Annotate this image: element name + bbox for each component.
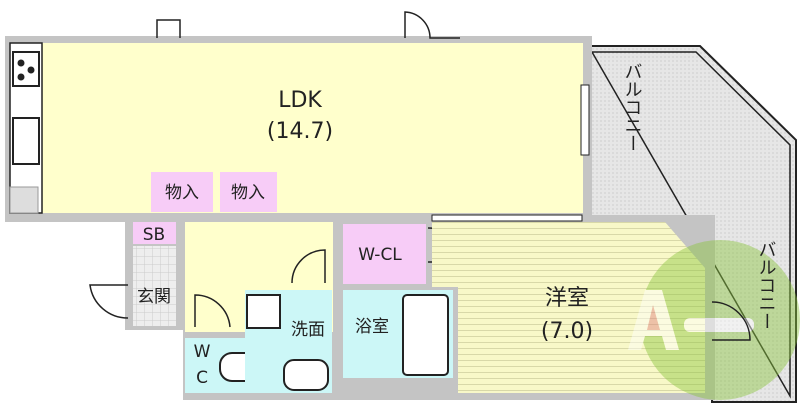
exterior-space-2 xyxy=(125,330,183,405)
washroom-door[interactable] xyxy=(291,249,326,284)
burner-icon xyxy=(17,59,25,67)
bedroom-size: (7.0) xyxy=(541,319,593,344)
watermark-letter-accent xyxy=(647,305,660,330)
balcony-wall xyxy=(590,51,791,399)
top-door-1[interactable] xyxy=(156,19,181,38)
entrance-door[interactable] xyxy=(89,284,129,319)
exterior-space xyxy=(0,222,125,405)
bathtub-icon xyxy=(402,294,449,376)
washroom-label: 洗面 xyxy=(291,320,325,340)
wc-door[interactable] xyxy=(194,294,231,328)
balcony-1-label: バルコニー xyxy=(622,62,643,152)
sb-label: SB xyxy=(143,225,165,245)
wc-label-w: W xyxy=(194,342,211,362)
bedroom-label: 洋室 xyxy=(545,286,589,311)
burner-icon xyxy=(17,73,25,81)
balcony-door[interactable] xyxy=(711,301,751,341)
shoe-box xyxy=(133,222,176,244)
watermark-logo xyxy=(628,240,800,400)
washbasin-icon xyxy=(283,359,329,391)
storage-2 xyxy=(220,172,277,212)
entrance xyxy=(133,246,176,326)
watermark-bar xyxy=(684,318,754,332)
room-bedroom xyxy=(432,222,705,393)
watermark-letter-shape xyxy=(628,290,679,350)
wcl-label: W-CL xyxy=(358,245,402,265)
storage-1-label: 物入 xyxy=(165,183,199,203)
washing-machine-icon xyxy=(246,294,281,329)
ldk-label: LDK xyxy=(278,88,322,113)
sink-icon xyxy=(12,117,40,165)
balcony-2-label: バルコニー xyxy=(756,240,777,330)
bedroom-window[interactable] xyxy=(431,214,583,222)
burner-icon xyxy=(27,66,35,74)
ldk-size: (14.7) xyxy=(267,119,333,144)
bathroom-label: 浴室 xyxy=(355,317,389,337)
wc-label-c: C xyxy=(196,368,208,388)
room-ldk xyxy=(42,43,583,213)
storage-2-label: 物入 xyxy=(231,183,265,203)
entrance-label: 玄関 xyxy=(137,287,171,307)
storage-1 xyxy=(151,172,213,212)
top-door-2[interactable] xyxy=(404,11,460,39)
fridge-space xyxy=(9,186,39,214)
stove-icon xyxy=(12,51,40,87)
ldk-window[interactable] xyxy=(580,84,590,156)
walk-in-closet xyxy=(343,224,426,284)
